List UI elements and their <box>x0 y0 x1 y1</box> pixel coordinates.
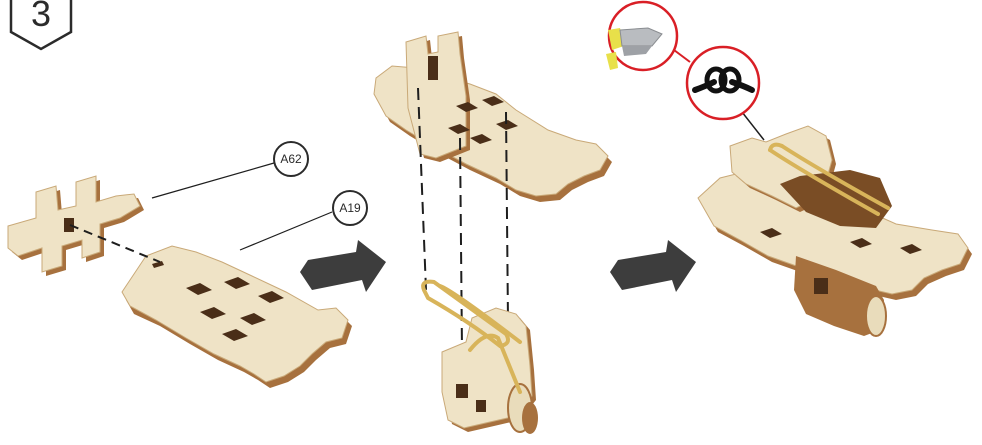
part-label-a19: A19 <box>339 201 361 215</box>
leader-line-a62 <box>151 162 275 199</box>
assembly-guide-line <box>69 224 161 263</box>
part-label-a62: A62 <box>280 152 302 166</box>
rubber-band <box>421 279 522 394</box>
arrow-right-icon <box>300 240 386 292</box>
assembly-top-plate <box>373 31 612 202</box>
assembly-final <box>697 125 972 337</box>
step-badge: 3 <box>9 0 73 51</box>
part-a62 <box>7 175 144 276</box>
insertion-guide-lines <box>417 87 509 351</box>
scissors-icon <box>606 0 679 72</box>
part-callout-a19: A19 <box>332 190 368 226</box>
knot-leader-line <box>741 111 765 141</box>
leader-line-a19 <box>239 211 333 251</box>
assembly-lower-block <box>441 307 538 434</box>
step-number: 3 <box>31 0 51 34</box>
part-a19 <box>121 245 352 388</box>
rubber-band-final <box>768 142 890 216</box>
arrow-right-icon <box>610 240 696 292</box>
knot-icon <box>685 45 761 121</box>
part-callout-a62: A62 <box>273 141 309 177</box>
